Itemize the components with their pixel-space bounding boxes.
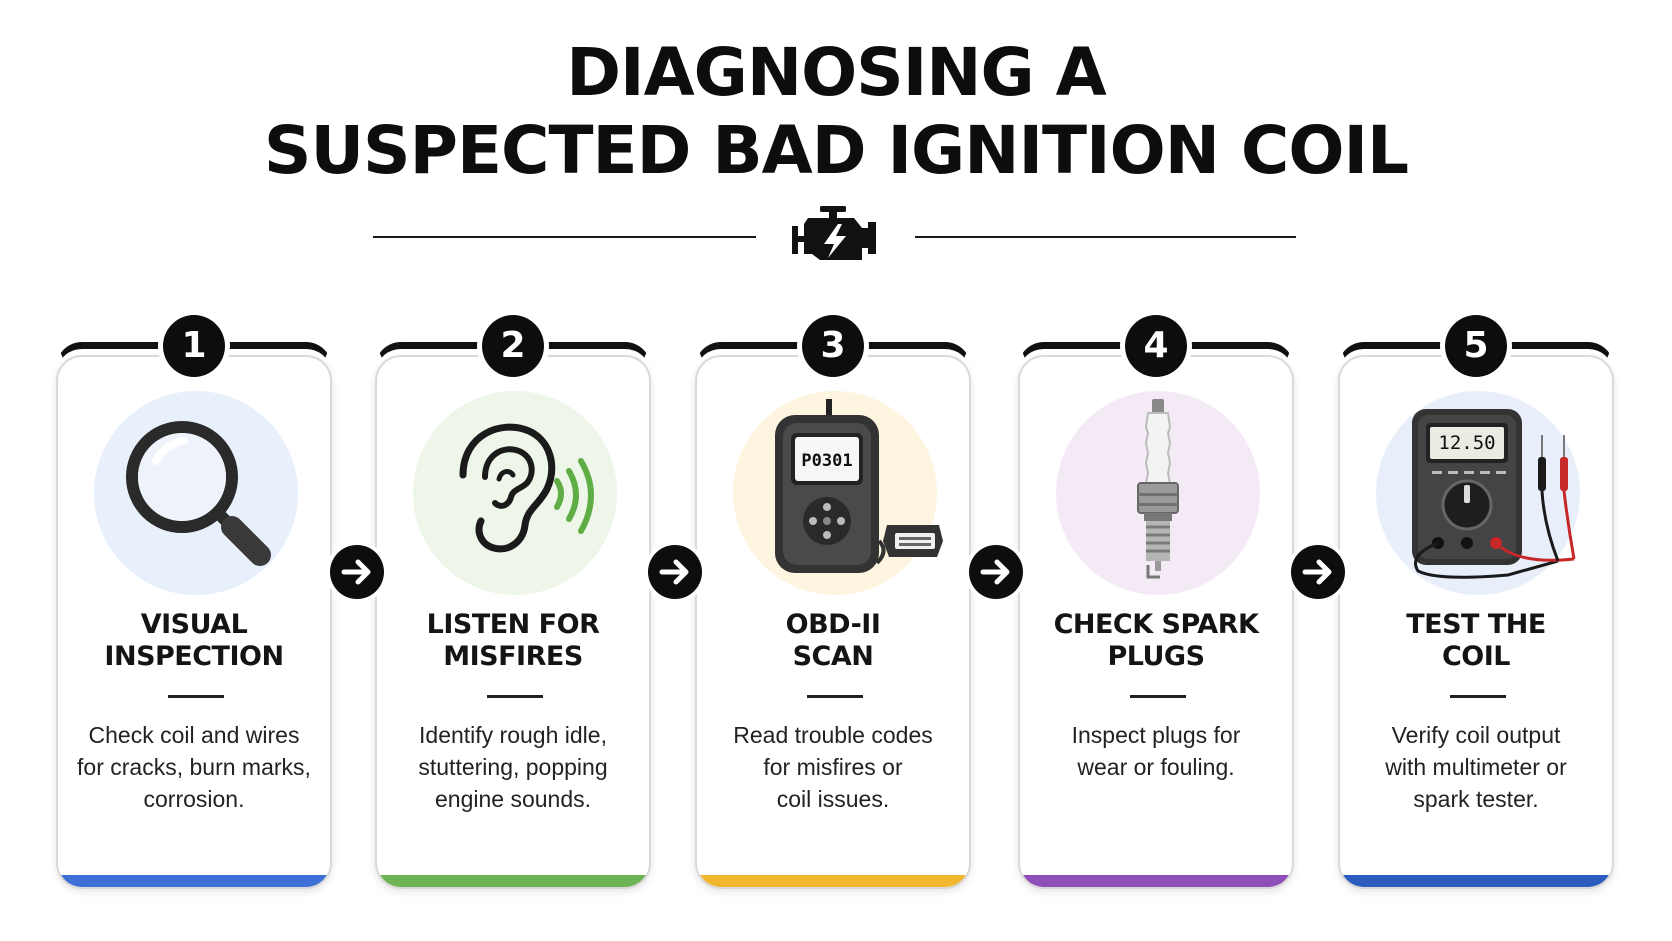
step-4-number-badge: 4: [1125, 315, 1187, 377]
step-2-illustration: [413, 391, 617, 595]
arrow-right-icon: [330, 545, 384, 599]
step-2-rule: [487, 695, 543, 698]
step-1-desc-line-3: corrosion.: [143, 786, 245, 812]
step-5-number-badge: 5: [1445, 315, 1507, 377]
step-5-accent-bar: [1340, 875, 1612, 887]
step-2-title-line-1: LISTEN FOR: [426, 609, 600, 640]
obd-scanner-icon: [775, 399, 943, 573]
header-divider-left: [373, 236, 756, 238]
step-1-accent-bar: [58, 875, 330, 887]
step-1-title-line-2: INSPECTION: [104, 641, 284, 672]
multimeter-reading: 12.50: [1438, 432, 1496, 454]
step-3-desc-line-2: for misfires or: [763, 754, 903, 780]
step-3-rule: [807, 695, 863, 698]
step-1-description: Check coil and wires for cracks, burn ma…: [72, 719, 316, 815]
step-2-title-line-2: MISFIRES: [443, 641, 583, 672]
title-line-2: SUSPECTED BAD IGNITION COIL: [263, 112, 1409, 189]
step-2-description: Identify rough idle, stuttering, popping…: [391, 719, 635, 815]
step-4-title-line-2: PLUGS: [1107, 641, 1205, 672]
step-3-illustration: P0301: [733, 391, 943, 595]
step-5-title-line-2: COIL: [1441, 641, 1511, 672]
step-2-title: LISTEN FOR MISFIRES: [377, 609, 649, 673]
step-1-title: VISUAL INSPECTION: [58, 609, 330, 673]
step-4-title-line-1: CHECK SPARK: [1053, 609, 1259, 640]
step-2-desc-line-2: stuttering, popping: [418, 754, 608, 780]
step-4-desc-line-2: wear or fouling.: [1077, 754, 1235, 780]
step-2-number-badge: 2: [482, 315, 544, 377]
step-3-desc-line-1: Read trouble codes: [733, 722, 933, 748]
step-card-5: 12.50 TEST THE COIL Verify coil output w…: [1338, 355, 1614, 889]
step-3-title-line-2: SCAN: [792, 641, 874, 672]
step-1-illustration: [94, 391, 298, 595]
step-1-number-badge: 1: [163, 315, 225, 377]
spark-plug-icon: [1137, 399, 1179, 579]
obd-screen-code: P0301: [801, 451, 853, 471]
arrow-right-icon: [648, 545, 702, 599]
step-5-illustration: 12.50: [1376, 391, 1580, 595]
step-1-rule: [168, 695, 224, 698]
step-5-desc-line-3: spark tester.: [1413, 786, 1539, 812]
step-5-desc-line-1: Verify coil output: [1391, 722, 1561, 748]
arrow-right-icon: [969, 545, 1023, 599]
title-line-1: DIAGNOSING A: [566, 34, 1107, 111]
page-title: DIAGNOSING A SUSPECTED BAD IGNITION COIL: [0, 34, 1672, 190]
step-5-rule: [1450, 695, 1506, 698]
step-1-desc-line-1: Check coil and wires: [88, 722, 300, 748]
ear-sound-icon: [459, 423, 594, 553]
step-card-3: P0301 OBD-II SCAN Read trouble codes for…: [695, 355, 971, 889]
step-5-title: TEST THE COIL: [1340, 609, 1612, 673]
step-3-number-badge: 3: [802, 315, 864, 377]
step-5-desc-line-2: with multimeter or: [1385, 754, 1567, 780]
step-4-desc-line-1: Inspect plugs for: [1071, 722, 1241, 748]
step-card-1: VISUAL INSPECTION Check coil and wires f…: [56, 355, 332, 889]
step-2-desc-line-3: engine sounds.: [434, 786, 591, 812]
step-4-title: CHECK SPARK PLUGS: [1020, 609, 1292, 673]
step-1-title-line-1: VISUAL: [140, 609, 248, 640]
step-5-description: Verify coil output with multimeter or sp…: [1354, 719, 1598, 815]
step-3-title: OBD-II SCAN: [697, 609, 969, 673]
arrow-right-icon: [1291, 545, 1345, 599]
magnifying-glass-icon: [126, 421, 271, 566]
header-divider-right: [915, 236, 1296, 238]
step-4-illustration: [1056, 391, 1260, 595]
step-card-2: LISTEN FOR MISFIRES Identify rough idle,…: [375, 355, 651, 889]
multimeter-icon: [1412, 409, 1576, 579]
step-2-desc-line-1: Identify rough idle,: [419, 722, 607, 748]
check-engine-icon: [792, 206, 876, 260]
step-4-description: Inspect plugs for wear or fouling.: [1034, 719, 1278, 783]
step-3-accent-bar: [697, 875, 969, 887]
step-3-desc-line-3: coil issues.: [776, 786, 890, 812]
step-2-accent-bar: [377, 875, 649, 887]
step-4-rule: [1130, 695, 1186, 698]
step-4-accent-bar: [1020, 875, 1292, 887]
step-3-description: Read trouble codes for misfires or coil …: [711, 719, 955, 815]
step-1-desc-line-2: for cracks, burn marks,: [77, 754, 311, 780]
step-5-title-line-1: TEST THE: [1406, 609, 1546, 640]
step-card-4: CHECK SPARK PLUGS Inspect plugs for wear…: [1018, 355, 1294, 889]
step-3-title-line-1: OBD-II: [785, 609, 881, 640]
